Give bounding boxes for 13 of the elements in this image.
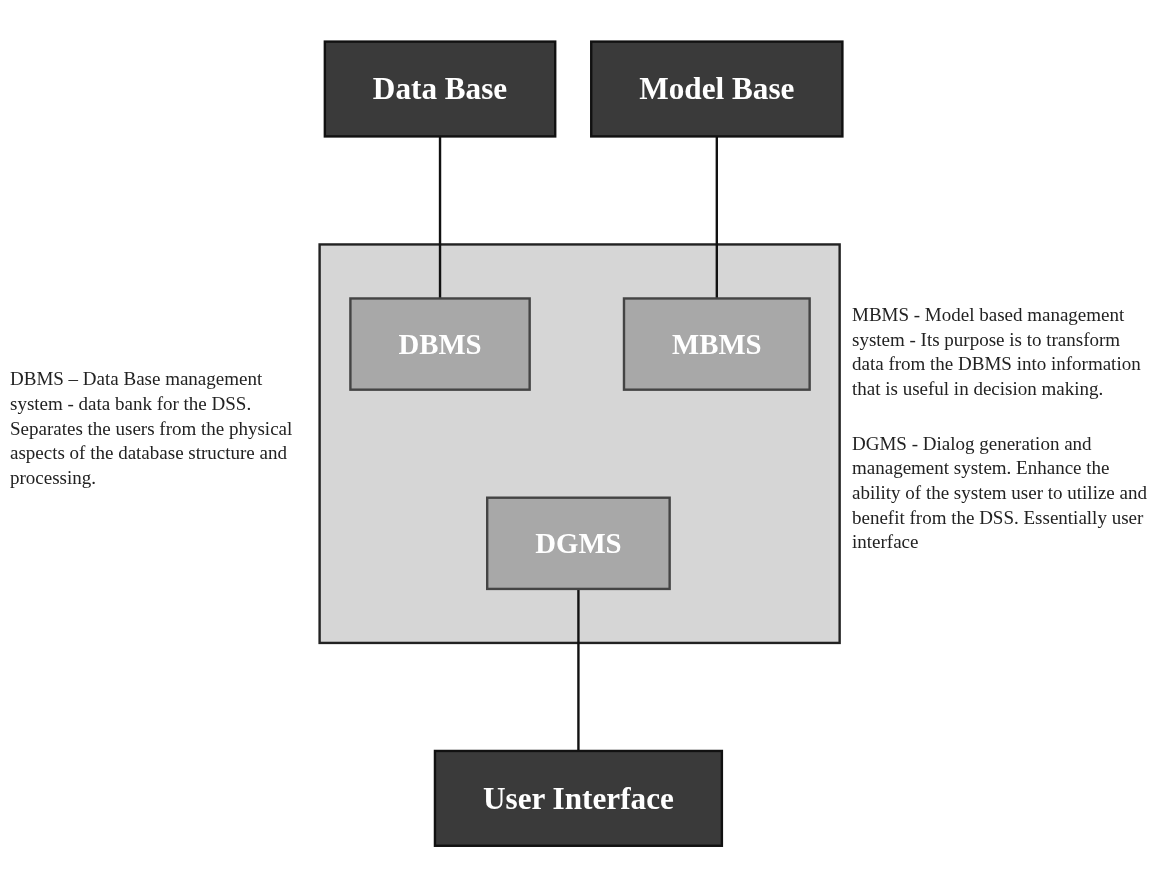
node-box: Model Base	[590, 40, 844, 138]
node-box: MBMS	[622, 297, 811, 392]
node-box: DBMS	[349, 297, 531, 392]
connector	[438, 136, 442, 299]
cluster	[318, 243, 841, 645]
node-box: Data Base	[323, 40, 557, 138]
note-text: DGMS - Dialog generation and management system. Enhance the ability of the system user to utilize and benefit from the DSS. Essentially user interface	[852, 431, 1148, 555]
node-box: DGMS	[486, 496, 671, 591]
note-text: MBMS - Model based management system - Its purpose is to transform data from the DBMS into information that is useful in decision making.	[852, 302, 1142, 401]
connector	[715, 136, 718, 299]
note-text: DBMS – Data Base management system - data bank for the DSS. Separates the users from the physical aspects of the database structure and processing.	[10, 367, 294, 491]
node-box: User Interface	[433, 750, 724, 848]
connector	[577, 589, 580, 752]
